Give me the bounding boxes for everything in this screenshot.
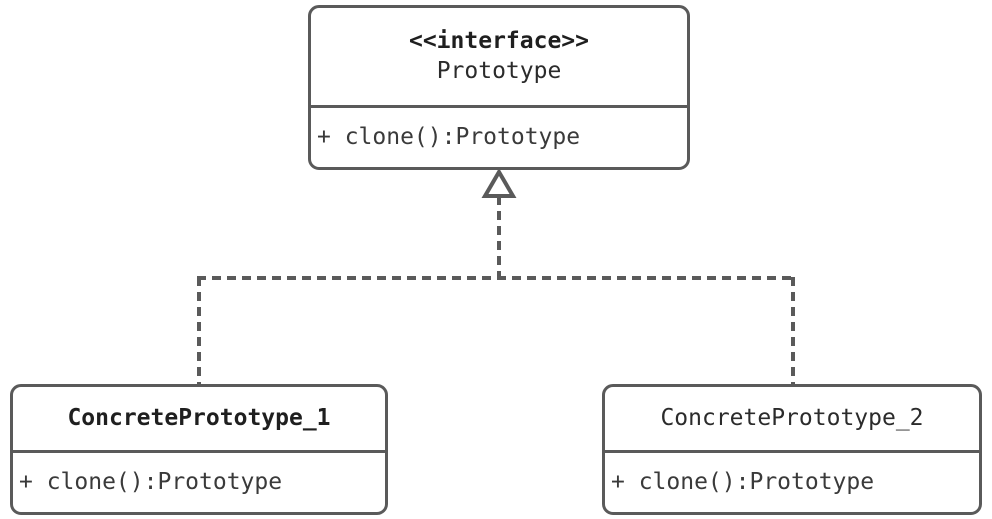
- hollow-triangle-arrowhead: [481, 168, 517, 198]
- class-members-concrete-prototype-1: + clone():Prototype: [13, 453, 385, 512]
- class-method: + clone():Prototype: [317, 123, 581, 150]
- class-name: ConcretePrototype_1: [67, 404, 331, 431]
- class-box-concrete-prototype-1[interactable]: ConcretePrototype_1 + clone():Prototype: [10, 384, 388, 515]
- class-box-prototype[interactable]: <<interface>> Prototype + clone():Protot…: [308, 5, 690, 170]
- class-header-concrete-prototype-2: ConcretePrototype_2: [605, 387, 979, 450]
- compartment-divider: [605, 450, 979, 453]
- class-header-concrete-prototype-1: ConcretePrototype_1: [13, 387, 385, 450]
- class-name: Prototype: [436, 57, 562, 84]
- class-name: ConcretePrototype_2: [660, 404, 924, 431]
- class-method: + clone():Prototype: [611, 468, 875, 495]
- class-box-concrete-prototype-2[interactable]: ConcretePrototype_2 + clone():Prototype: [602, 384, 982, 515]
- class-members-prototype: + clone():Prototype: [311, 108, 687, 167]
- class-header-prototype: <<interface>> Prototype: [311, 8, 687, 105]
- compartment-divider: [13, 450, 385, 453]
- class-members-concrete-prototype-2: + clone():Prototype: [605, 453, 979, 512]
- class-method: + clone():Prototype: [19, 468, 283, 495]
- compartment-divider: [311, 105, 687, 108]
- class-stereotype: <<interface>>: [408, 28, 589, 55]
